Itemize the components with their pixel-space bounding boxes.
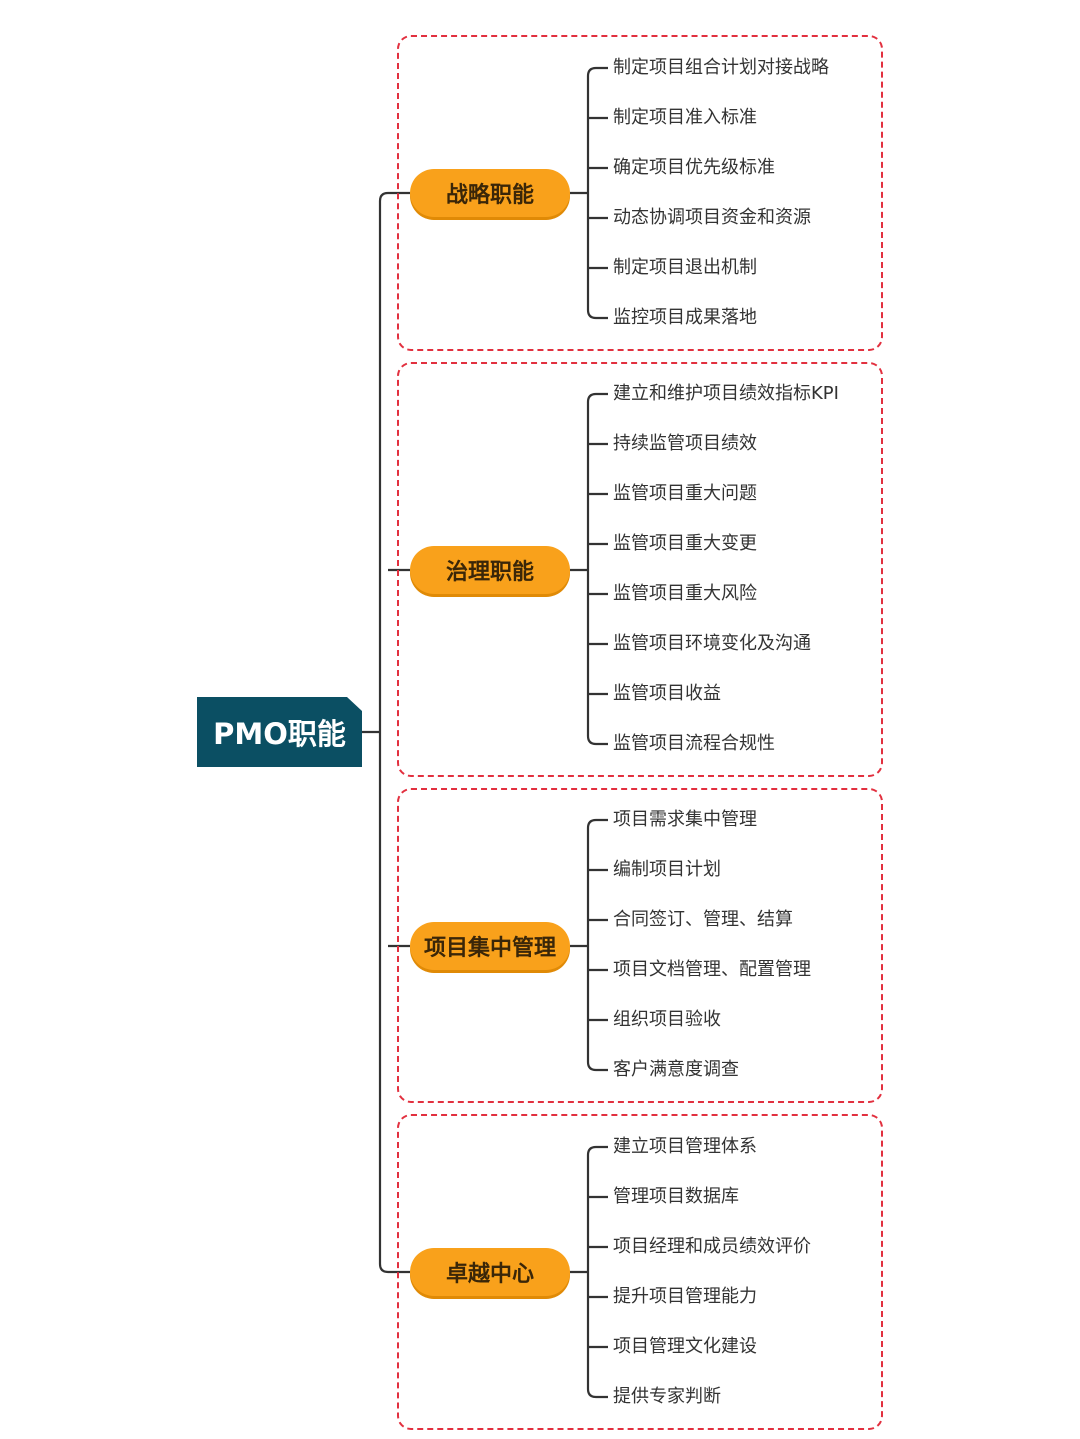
leaf-item[interactable]: 监管项目重大变更 (613, 533, 757, 554)
leaf-item[interactable]: 管理项目数据库 (613, 1186, 739, 1207)
leaf-item[interactable]: 编制项目计划 (613, 859, 721, 880)
leaf-item[interactable]: 提供专家判断 (613, 1386, 721, 1407)
leaf-item[interactable]: 制定项目组合计划对接战略 (613, 57, 829, 78)
group-box-governance (397, 362, 883, 777)
category-node-excellence[interactable]: 卓越中心 (410, 1248, 570, 1296)
leaf-item[interactable]: 制定项目准入标准 (613, 107, 757, 128)
group-box-strategy (397, 35, 883, 351)
leaf-item[interactable]: 项目文档管理、配置管理 (613, 959, 811, 980)
category-node-centralized[interactable]: 项目集中管理 (410, 922, 570, 970)
leaf-item[interactable]: 监管项目重大问题 (613, 483, 757, 504)
leaf-item[interactable]: 监管项目流程合规性 (613, 733, 775, 754)
leaf-item[interactable]: 建立和维护项目绩效指标KPI (613, 383, 839, 404)
leaf-item[interactable]: 动态协调项目资金和资源 (613, 207, 811, 228)
leaf-item[interactable]: 项目经理和成员绩效评价 (613, 1236, 811, 1257)
trunk-connector (378, 191, 389, 1274)
leaf-item[interactable]: 组织项目验收 (613, 1009, 721, 1030)
branch-connector (586, 818, 608, 1072)
leaf-item[interactable]: 项目管理文化建设 (613, 1336, 757, 1357)
root-node[interactable]: PMO职能 (197, 697, 362, 767)
leaf-item[interactable]: 提升项目管理能力 (613, 1286, 757, 1307)
leaf-item[interactable]: 监管项目收益 (613, 683, 721, 704)
branch-connector (586, 392, 608, 746)
group-box-excellence (397, 1114, 883, 1430)
branch-connector (586, 66, 608, 320)
leaf-item[interactable]: 制定项目退出机制 (613, 257, 757, 278)
leaf-item[interactable]: 项目需求集中管理 (613, 809, 757, 830)
group-box-centralized (397, 788, 883, 1103)
leaf-item[interactable]: 建立项目管理体系 (613, 1136, 757, 1157)
leaf-item[interactable]: 监管项目重大风险 (613, 583, 757, 604)
branch-connector (586, 1145, 608, 1399)
leaf-item[interactable]: 持续监管项目绩效 (613, 433, 757, 454)
leaf-item[interactable]: 监管项目环境变化及沟通 (613, 633, 811, 654)
leaf-item[interactable]: 确定项目优先级标准 (613, 157, 775, 178)
leaf-item[interactable]: 客户满意度调查 (613, 1059, 739, 1080)
category-node-strategy[interactable]: 战略职能 (410, 169, 570, 217)
leaf-item[interactable]: 合同签订、管理、结算 (613, 909, 793, 930)
leaf-item[interactable]: 监控项目成果落地 (613, 307, 757, 328)
category-node-governance[interactable]: 治理职能 (410, 546, 570, 594)
